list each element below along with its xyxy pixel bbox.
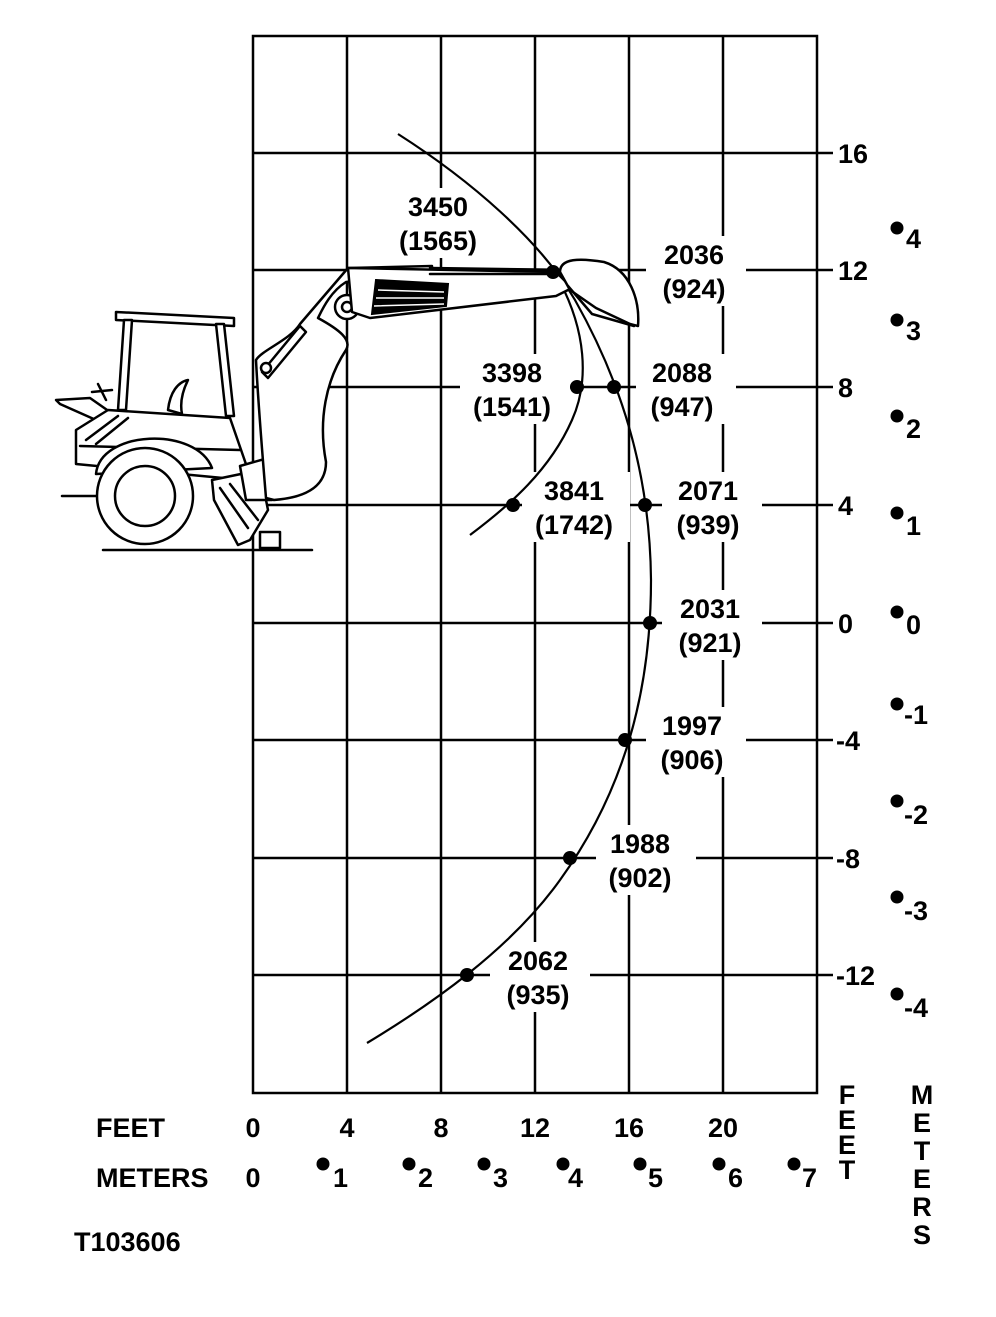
height-meters-tick: -1 [904,700,928,730]
feet-axis-tick: 4 [339,1113,354,1143]
outer-reach-curve [366,133,653,1044]
capacity-lbs: 3398 [482,358,542,388]
capacity-kg: (1565) [399,226,477,256]
capacity-dot [638,498,652,512]
capacity-dot [506,498,520,512]
meters-axis-tick: 7 [802,1163,817,1193]
height-meters-scale: 4 3 2 1 0 -1 -2 -3 -4 [890,221,928,1023]
height-meters-tick: -2 [904,800,928,830]
capacity-kg: (1742) [535,510,613,540]
feet-axis-tick: 0 [245,1113,260,1143]
capacity-lbs: 1997 [662,711,722,741]
height-feet-tick: -4 [836,726,860,756]
height-feet-tick: 12 [838,256,868,286]
feet-axis-tick: 8 [433,1113,448,1143]
height-meters-tick: 1 [906,511,921,541]
meters-axis-zero: 0 [245,1163,260,1193]
capacity-lbs: 2071 [678,476,738,506]
height-feet-tick: 8 [838,373,853,403]
label-knockouts [384,132,894,1012]
meters-axis: METERS 0 1 2 3 4 5 6 7 [96,1157,817,1193]
capacity-dot [563,851,577,865]
capacity-kg: (947) [650,392,713,422]
height-feet-scale: 16 12 8 4 0 -4 -8 -12 [836,139,875,991]
meters-axis-tick: 3 [493,1163,508,1193]
meters-axis-tick: 4 [568,1163,583,1193]
feet-axis-tick: 20 [708,1113,738,1143]
capacity-dot [460,968,474,982]
height-meters-tick: -3 [904,896,928,926]
capacity-dot [570,380,584,394]
capacity-labels: 3450 (1565) 2036 (924) 3398 (1541) 2088 … [399,192,742,1010]
meters-axis-tick: 6 [728,1163,743,1193]
height-feet-tick: -12 [836,961,875,991]
capacity-lbs: 2031 [680,594,740,624]
feet-axis: FEET 0 4 8 12 16 20 [96,1113,738,1143]
capacity-kg: (902) [608,863,671,893]
capacity-lbs: 3450 [408,192,468,222]
meters-axis-tick: 2 [418,1163,433,1193]
height-feet-tick: 4 [838,491,853,521]
feet-axis-tick: 12 [520,1113,550,1143]
capacity-lbs: 2062 [508,946,568,976]
meters-axis-tick: 1 [333,1163,348,1193]
capacity-kg: (906) [660,745,723,775]
meters-axis-tick: 5 [648,1163,663,1193]
capacity-dot [643,616,657,630]
capacity-lbs: 2036 [664,240,724,270]
capacity-dot [607,380,621,394]
feet-axis-label: FEET [96,1113,166,1143]
capacity-kg: (924) [662,274,725,304]
height-meters-tick: 2 [906,414,921,444]
height-meters-tick: -4 [904,993,928,1023]
capacity-dot [618,733,632,747]
capacity-dot [546,265,560,279]
capacity-lbs: 3841 [544,476,604,506]
height-meters-tick: 0 [906,610,921,640]
capacity-dots [460,265,657,982]
capacity-kg: (939) [676,510,739,540]
grid [251,34,833,1095]
height-feet-tick: 0 [838,609,853,639]
height-feet-tick: 16 [838,139,868,169]
height-meters-tick: 4 [906,224,921,254]
figure-id: T103606 [74,1227,181,1257]
capacity-lbs: 2088 [652,358,712,388]
height-meters-tick: 3 [906,316,921,346]
capacity-kg: (921) [678,628,741,658]
feet-axis-tick: 16 [614,1113,644,1143]
capacity-kg: (935) [506,980,569,1010]
capacity-kg: (1541) [473,392,551,422]
meters-axis-label: METERS [96,1163,209,1193]
capacity-lbs: 1988 [610,829,670,859]
height-feet-tick: -8 [836,844,860,874]
